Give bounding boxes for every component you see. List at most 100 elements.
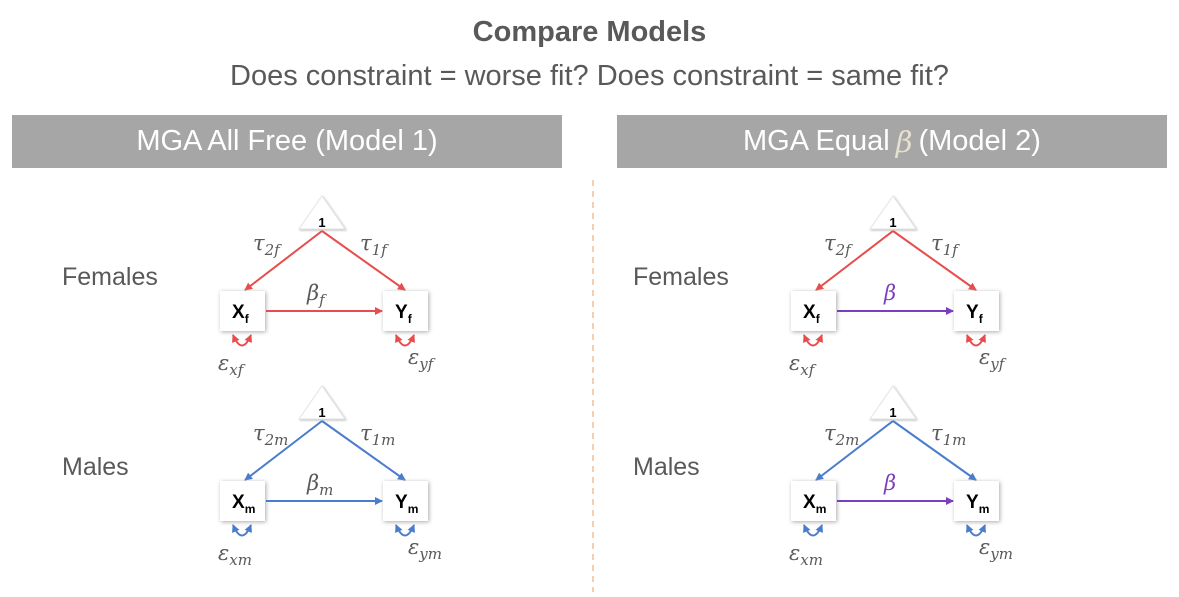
- intercept-triangle: [298, 195, 346, 230]
- model2-header-prefix: MGA Equal: [743, 125, 890, 157]
- x-variable-box-label: Xf: [232, 302, 250, 326]
- y-variable-residual-loop: [966, 524, 986, 537]
- epsilon-x-label-base: ε: [789, 351, 800, 375]
- tau-x-label-sub: 2f: [835, 241, 854, 259]
- y-variable-box: [383, 291, 428, 331]
- tau-x-path: [815, 230, 894, 291]
- tau-x-path: [244, 230, 323, 291]
- tau-y-label-sub: 1f: [372, 241, 390, 259]
- x-variable-box-label: Xm: [803, 492, 826, 516]
- slide-subtitle: Does constraint = worse fit? Does constr…: [230, 60, 949, 92]
- x-variable-box: [220, 291, 265, 331]
- epsilon-y-label-sub: ym: [418, 545, 442, 563]
- x-variable-residual-loop: [803, 524, 823, 537]
- model2-header: MGA Equal β (Model 2): [617, 115, 1167, 168]
- tau-y-label-sub: 1m: [372, 431, 396, 449]
- tau-x-label-base: τ: [824, 421, 836, 445]
- x-variable-residual-loop: [232, 334, 252, 347]
- tau-y-label-sub: 1m: [943, 431, 967, 449]
- group-label: Females: [62, 263, 158, 291]
- beta-label-base: β: [883, 281, 896, 305]
- epsilon-y-label: εyf: [979, 345, 1007, 373]
- y-variable-residual-loop: [395, 524, 415, 537]
- epsilon-x-label: εxm: [218, 541, 252, 569]
- tau-y-label-base: τ: [931, 231, 943, 255]
- intercept-triangle: [869, 385, 917, 420]
- beta-label: β: [883, 471, 896, 495]
- x-variable-box: [791, 291, 836, 331]
- tau-y-label-base: τ: [931, 421, 943, 445]
- epsilon-x-label: εxm: [789, 541, 823, 569]
- tau-x-path: [815, 420, 894, 481]
- tau-y-label: τ1m: [360, 421, 395, 449]
- beta-label-base: β: [883, 471, 896, 495]
- epsilon-x-label: εxf: [789, 351, 817, 379]
- y-variable-box-label: Ym: [966, 492, 989, 516]
- epsilon-x-label-sub: xf: [800, 361, 816, 379]
- tau-y-label: τ1f: [931, 231, 960, 259]
- intercept-triangle: [298, 385, 346, 420]
- model1-header-text: MGA All Free (Model 1): [136, 125, 438, 157]
- group-label: Males: [62, 453, 129, 481]
- x-variable-box-label: Xm: [232, 492, 255, 516]
- y-variable-box-label-base: Y: [966, 492, 979, 513]
- tau-x-label: τ2f: [253, 231, 282, 259]
- y-variable-box-label: Ym: [395, 492, 418, 516]
- y-variable-box-label-sub: m: [979, 502, 990, 516]
- beta-label: βm: [306, 471, 333, 499]
- tau-y-label-base: τ: [360, 231, 372, 255]
- y-variable-box-label-sub: f: [408, 312, 413, 326]
- epsilon-y-label: εym: [408, 535, 442, 563]
- y-variable-box-label-sub: f: [979, 312, 984, 326]
- tau-x-label-sub: 2m: [835, 431, 860, 449]
- tau-x-label: τ2m: [824, 421, 859, 449]
- x-variable-box-label-sub: f: [816, 312, 821, 326]
- y-variable-box-label-base: Y: [395, 302, 408, 323]
- y-variable-residual-loop: [966, 334, 986, 347]
- epsilon-x-label-base: ε: [218, 541, 229, 565]
- tau-y-label-base: τ: [360, 421, 372, 445]
- slide-title: Compare Models: [472, 16, 707, 48]
- y-variable-box: [954, 291, 999, 331]
- intercept-label: 1: [889, 215, 896, 230]
- y-variable-box: [954, 481, 999, 521]
- intercept-label: 1: [318, 405, 325, 420]
- epsilon-y-label-base: ε: [408, 345, 419, 369]
- x-variable-box-label-base: X: [232, 302, 245, 323]
- epsilon-y-label-base: ε: [979, 345, 990, 369]
- beta-label-sub: f: [318, 291, 327, 309]
- beta-label-base: β: [306, 281, 319, 305]
- model2-header-beta: β: [895, 124, 913, 159]
- y-variable-residual-loop: [395, 334, 415, 347]
- tau-y-path: [892, 420, 977, 481]
- epsilon-y-label-base: ε: [979, 535, 990, 559]
- tau-y-path: [892, 230, 977, 291]
- x-variable-box-label-base: X: [232, 492, 245, 513]
- intercept-label: 1: [889, 405, 896, 420]
- y-variable-box-label-sub: m: [408, 502, 419, 516]
- beta-label-base: β: [306, 471, 319, 495]
- model1-header: MGA All Free (Model 1): [12, 115, 562, 168]
- tau-x-label-base: τ: [253, 421, 265, 445]
- x-variable-box-label-sub: m: [816, 502, 827, 516]
- x-variable-box: [220, 481, 265, 521]
- y-variable-box-label: Yf: [395, 302, 413, 326]
- y-variable-box-label: Yf: [966, 302, 984, 326]
- tau-x-label-sub: 2f: [264, 241, 283, 259]
- tau-y-label: τ1m: [931, 421, 966, 449]
- epsilon-x-label-sub: xm: [800, 551, 823, 569]
- y-variable-box-label-base: Y: [966, 302, 979, 323]
- epsilon-x-label-base: ε: [218, 351, 229, 375]
- beta-label-sub: m: [319, 481, 333, 499]
- x-variable-box-label-base: X: [803, 492, 816, 513]
- epsilon-x-label: εxf: [218, 351, 246, 379]
- epsilon-y-label-sub: yf: [989, 355, 1006, 373]
- epsilon-y-label-base: ε: [408, 535, 419, 559]
- tau-x-label: τ2m: [253, 421, 288, 449]
- group-label: Females: [633, 263, 729, 291]
- intercept-triangle: [869, 195, 917, 230]
- group-label: Males: [633, 453, 700, 481]
- model2-header-suffix: (Model 2): [918, 125, 1041, 157]
